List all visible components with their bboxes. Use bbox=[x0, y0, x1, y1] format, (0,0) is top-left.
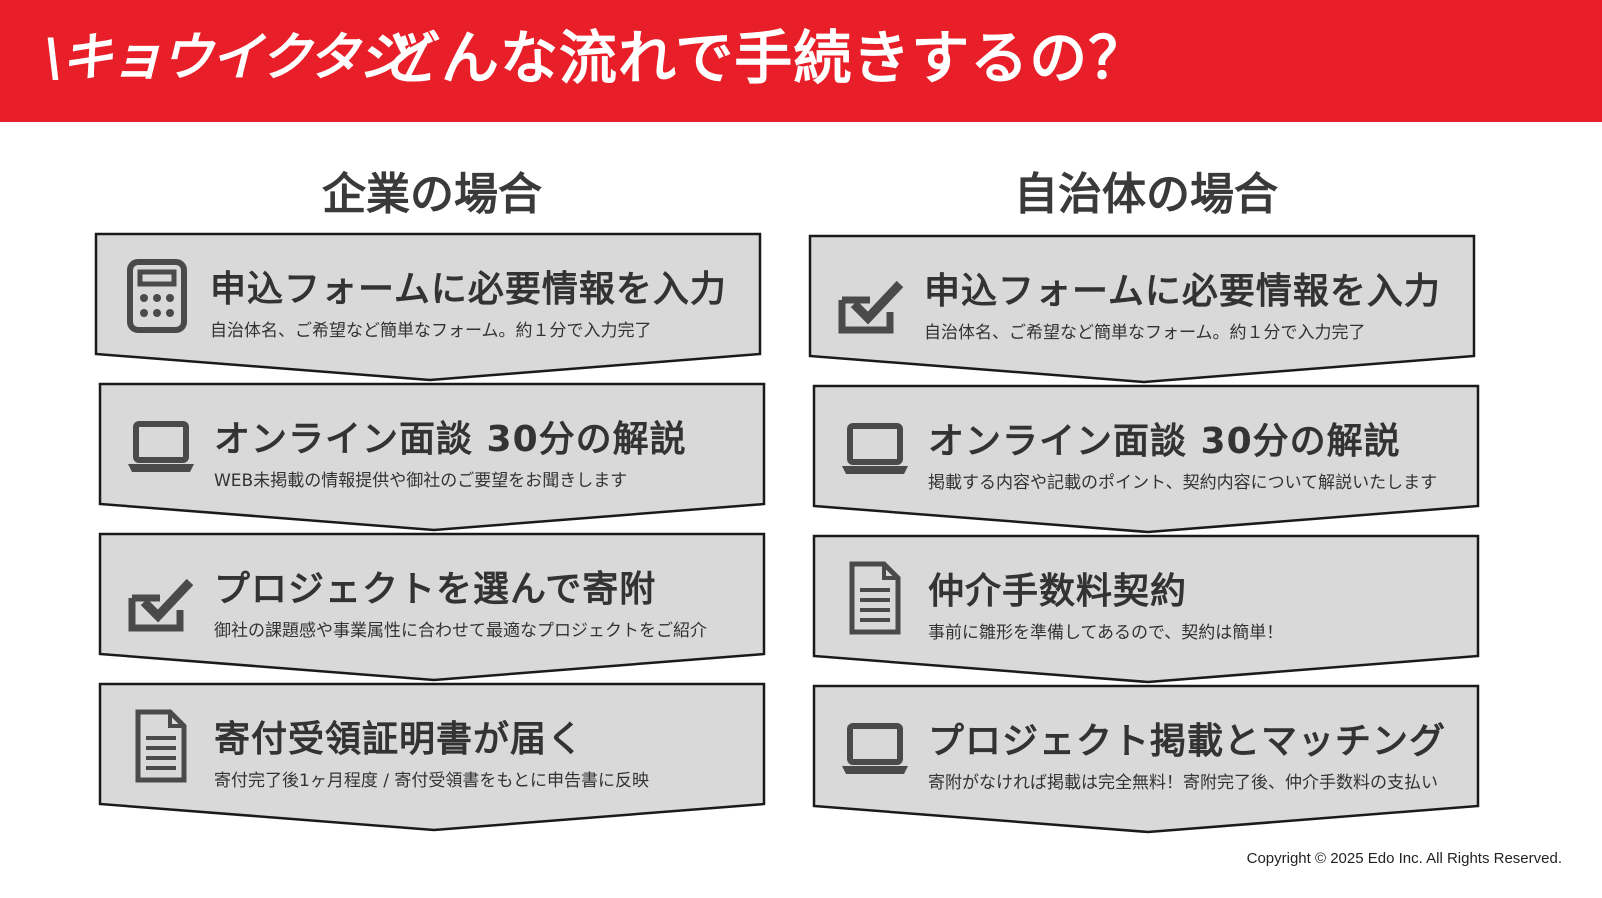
document-icon bbox=[849, 561, 901, 635]
step-description: 掲載する内容や記載のポイント、契約内容について解説いたします bbox=[928, 473, 1438, 493]
step-title: オンライン面談 30分の解説 bbox=[214, 419, 687, 460]
company-step-4: 寄付受領証明書が届く 寄付完了後1ヶ月程度 / 寄付受領書をもとに申告書に反映 bbox=[98, 682, 770, 832]
step-title: プロジェクトを選んで寄附 bbox=[214, 569, 657, 610]
step-description: WEB未掲載の情報提供や御社のご要望をお聞きします bbox=[214, 471, 628, 491]
step-description: 寄付完了後1ヶ月程度 / 寄付受領書をもとに申告書に反映 bbox=[214, 771, 650, 791]
step-title: 寄付受領証明書が届く bbox=[214, 719, 585, 760]
company-heading: 企業の場合 bbox=[322, 169, 542, 220]
laptop-icon bbox=[842, 723, 908, 774]
calculator-icon bbox=[127, 259, 187, 333]
municipality-step-4: プロジェクト掲載とマッチング 寄附がなければ掲載は完全無料！寄附完了後、仲介手数… bbox=[812, 684, 1484, 834]
step-title: 申込フォームに必要情報を入力 bbox=[210, 269, 727, 310]
company-step-1: 申込フォームに必要情報を入力 自治体名、ご希望など簡単なフォーム。約１分で入力完… bbox=[94, 232, 766, 382]
step-description: 寄附がなければ掲載は完全無料！寄附完了後、仲介手数料の支払い bbox=[928, 773, 1438, 793]
step-description: 事前に雛形を準備してあるので、契約は簡単！ bbox=[928, 623, 1284, 643]
step-title: オンライン面談 30分の解説 bbox=[928, 421, 1401, 462]
step-description: 自治体名、ご希望など簡単なフォーム。約１分で入力完了 bbox=[924, 323, 1366, 343]
page-title: どんな流れで手続きするの？ bbox=[382, 24, 1148, 92]
step-description: 自治体名、ご希望など簡単なフォーム。約１分で入力完了 bbox=[210, 321, 652, 341]
step-description: 御社の課題感や事業属性に合わせて最適なプロジェクトをご紹介 bbox=[214, 621, 707, 641]
header-bar: \キョウイクタジ/ どんな流れで手続きするの？ bbox=[0, 0, 1602, 122]
company-step-2: オンライン面談 30分の解説 WEB未掲載の情報提供や御社のご要望をお聞きします bbox=[98, 382, 770, 532]
step-title: 仲介手数料契約 bbox=[928, 571, 1188, 612]
step-title: 申込フォームに必要情報を入力 bbox=[924, 271, 1441, 312]
municipality-step-2: オンライン面談 30分の解説 掲載する内容や記載のポイント、契約内容について解説… bbox=[812, 384, 1484, 534]
municipality-step-1: 申込フォームに必要情報を入力 自治体名、ご希望など簡単なフォーム。約１分で入力完… bbox=[808, 234, 1480, 384]
brand-logo: \キョウイクタジ/ bbox=[44, 28, 427, 88]
municipality-heading: 自治体の場合 bbox=[1014, 169, 1278, 220]
step-title: プロジェクト掲載とマッチング bbox=[928, 721, 1447, 762]
document-icon bbox=[135, 709, 187, 783]
checkbox-icon bbox=[128, 578, 194, 632]
checkbox-icon bbox=[838, 280, 904, 334]
laptop-icon bbox=[128, 421, 194, 472]
laptop-icon bbox=[842, 423, 908, 474]
municipality-step-3: 仲介手数料契約 事前に雛形を準備してあるので、契約は簡単！ bbox=[812, 534, 1484, 684]
copyright-text: Copyright © 2025 Edo Inc. All Rights Res… bbox=[1246, 850, 1562, 867]
company-step-3: プロジェクトを選んで寄附 御社の課題感や事業属性に合わせて最適なプロジェクトをご… bbox=[98, 532, 770, 682]
